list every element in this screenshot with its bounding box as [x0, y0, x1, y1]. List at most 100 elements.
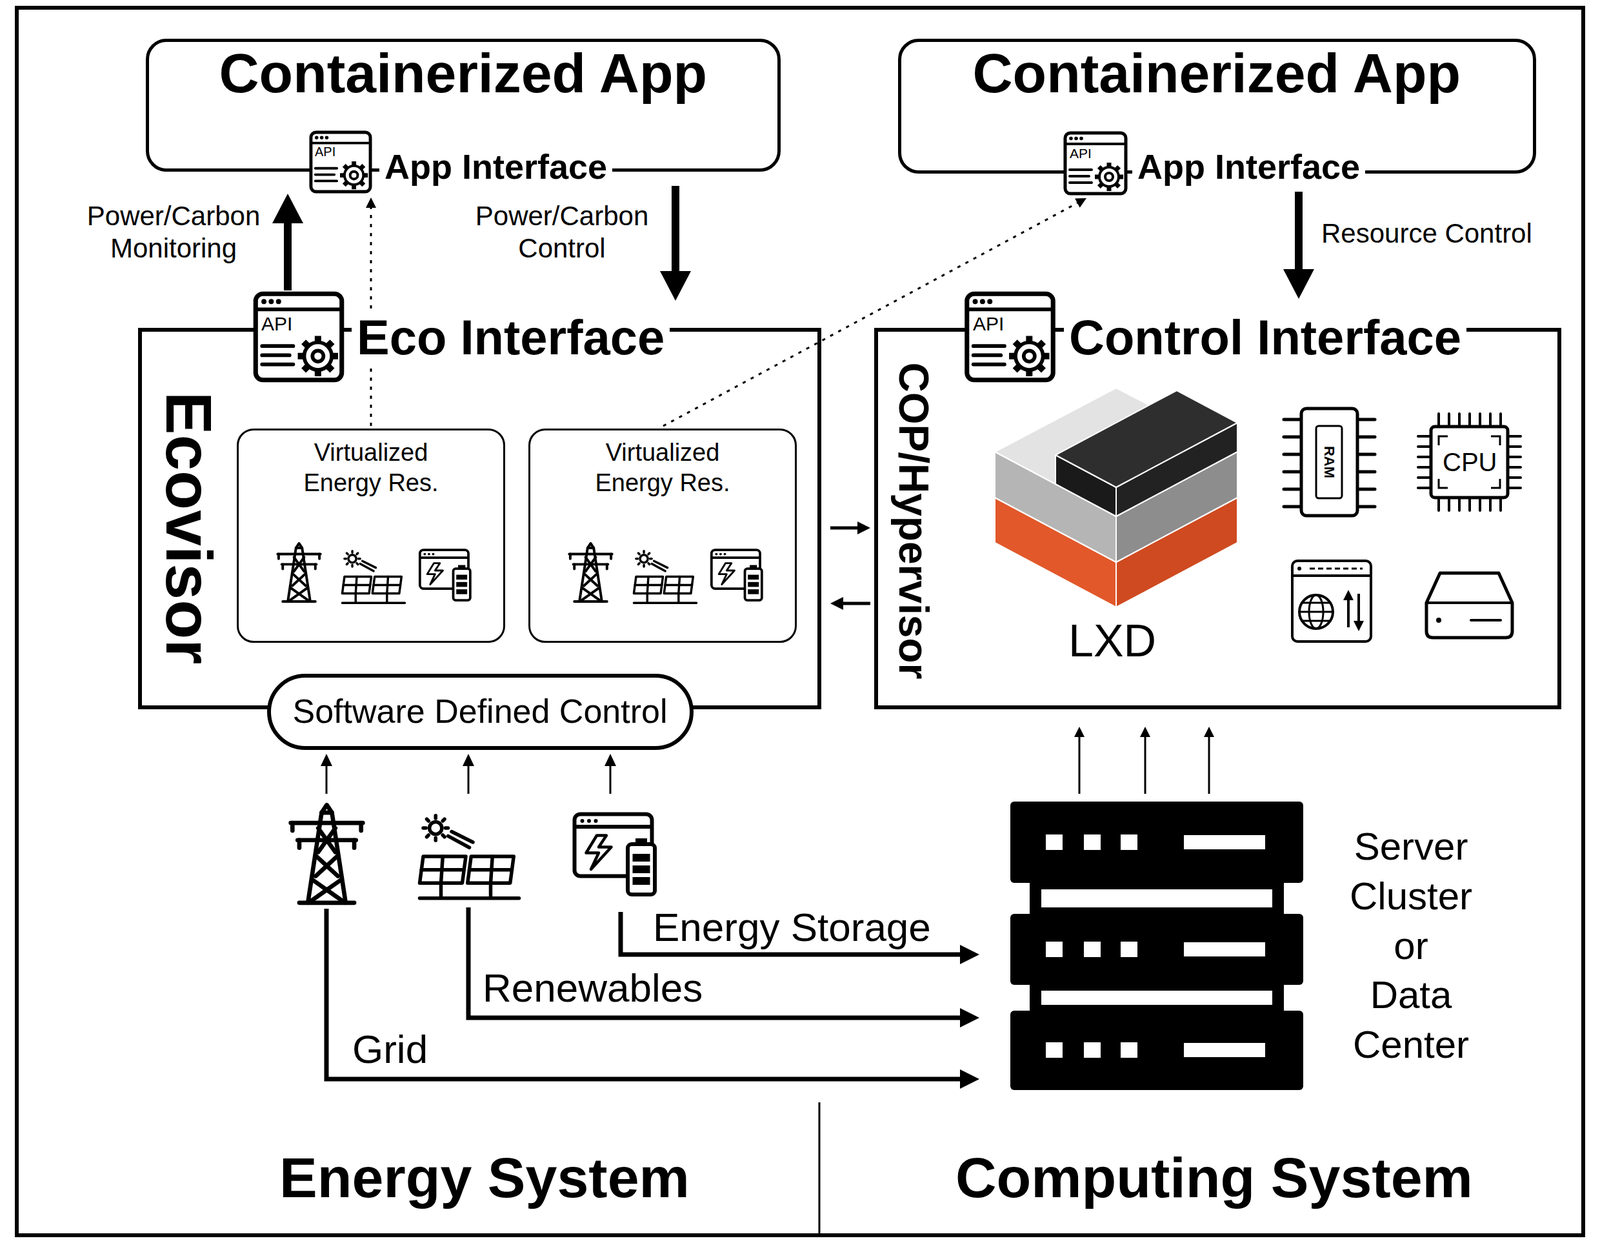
- connector-line: [663, 201, 1080, 426]
- arrowhead: [830, 596, 844, 610]
- disk-icon: [1426, 572, 1513, 638]
- app-box: Containerized AppApp Interface: [898, 38, 1537, 174]
- server-rack-symbol: [1010, 913, 1304, 985]
- virtual-resource-icons: [341, 550, 405, 604]
- cpu-chip-icon: [1438, 436, 1500, 488]
- app-box: Containerized AppApp Interface: [145, 38, 781, 172]
- lxd-logo: [994, 387, 1238, 608]
- power-line-label-holder: Energy Storage: [652, 903, 931, 950]
- resource-label: Virtualized Energy Res.: [287, 437, 455, 499]
- connector-line: [1208, 734, 1211, 794]
- edge-label: Power/Carbon Monitoring: [73, 200, 274, 266]
- app-title: Containerized App: [219, 42, 708, 104]
- interface-label: App Interface: [1132, 146, 1366, 187]
- server-rack-symbol: [1010, 801, 1304, 1090]
- resource-box: Virtualized Energy Res.: [528, 428, 797, 643]
- server-rack-symbol: [1083, 941, 1101, 957]
- edge-label: Resource Control: [1321, 218, 1533, 250]
- control-pill: Software Defined Control: [267, 673, 694, 750]
- virtual-resource-icons: [277, 543, 762, 603]
- network-icon: [1299, 594, 1333, 629]
- ram-chip-icon: [1316, 425, 1342, 499]
- interface-label-holder: Control Interface: [1063, 309, 1467, 366]
- network-icon: [1309, 567, 1363, 570]
- virtual-resource-icons: [569, 543, 612, 602]
- disk-icon: [1470, 618, 1501, 622]
- resource-label-holder: Virtualized Energy Res.: [578, 437, 747, 499]
- sensor-arrowhead: [604, 753, 617, 766]
- power-line-label-holder: Grid: [352, 1025, 428, 1072]
- arrowhead: [1203, 726, 1215, 737]
- api-icon-label-holder: API: [261, 312, 293, 336]
- server-rack-symbol: [1083, 1041, 1101, 1058]
- logo-label: LXD: [1068, 614, 1157, 668]
- server-rack-symbol: [1010, 801, 1304, 883]
- connector-line: [1144, 734, 1147, 794]
- disk-icon: [1436, 617, 1442, 623]
- server-rack-symbol: [1045, 834, 1063, 850]
- server-rack-symbol: [1120, 834, 1138, 850]
- logo-label-holder: LXD: [1068, 614, 1157, 668]
- sensor-arrowhead: [462, 753, 475, 766]
- server-rack-symbol: [1029, 984, 1284, 1011]
- connector: [660, 185, 691, 301]
- server-rack-symbol: [1183, 941, 1266, 957]
- virtual-resource-icons: [633, 550, 697, 604]
- arrowhead: [857, 521, 871, 535]
- outer-frame: [16, 7, 1584, 1235]
- edge-label-holder: Power/Carbon Control: [461, 200, 662, 266]
- sensor-arrow: [609, 763, 612, 794]
- api-icon-label-holder: API: [1069, 145, 1092, 162]
- arrowhead: [660, 270, 691, 301]
- network-icon: [1297, 566, 1302, 571]
- sensor-arrow: [325, 763, 328, 794]
- server-rack-symbol: [1183, 1042, 1266, 1057]
- network-icon: [1343, 589, 1354, 600]
- server-rack-symbol: [1041, 889, 1273, 908]
- energy-source-icons: [290, 804, 364, 903]
- app-title-holder: Containerized App: [219, 42, 708, 104]
- control-label: Software Defined Control: [292, 692, 668, 731]
- resource-box: Virtualized Energy Res.: [236, 428, 506, 643]
- sensor-arrow: [467, 763, 470, 794]
- energy-source-icons: [290, 804, 655, 903]
- server-rack-symbol: [1083, 834, 1101, 850]
- interface-label: Eco Interface: [351, 309, 670, 366]
- api-icon-label-holder: API: [972, 312, 1004, 336]
- cpu-chip-icon: [1430, 426, 1508, 498]
- layer-title-holder: Ecovisor: [52, 495, 326, 560]
- disk-icon: [1426, 601, 1513, 604]
- interface-label: Control Interface: [1063, 309, 1467, 366]
- connector-line: [671, 185, 680, 279]
- edge-label-holder: Resource Control: [1321, 218, 1533, 250]
- power-arrowhead: [960, 1069, 980, 1089]
- sensor-arrowhead: [320, 753, 333, 766]
- section-title: Computing System: [955, 1144, 1473, 1210]
- app-title-holder: Containerized App: [972, 42, 1462, 104]
- connector-line: [830, 526, 861, 530]
- server-rack-symbol: [1120, 1041, 1138, 1058]
- resource-label: Virtualized Energy Res.: [578, 437, 747, 499]
- control-label-holder: Software Defined Control: [292, 692, 668, 731]
- virtual-resource-icons: [277, 543, 320, 602]
- connector: [1074, 726, 1085, 794]
- server-rack-symbol: [1183, 834, 1266, 850]
- layer-title: Ecovisor: [156, 391, 222, 664]
- connector-line: [840, 601, 871, 606]
- connector-line: [1294, 191, 1303, 277]
- section-divider: [818, 1101, 821, 1235]
- interface-label-holder: App Interface: [1132, 146, 1366, 187]
- server-rack-symbol: [1045, 1041, 1063, 1058]
- arrowhead: [1074, 198, 1087, 208]
- power-line-label: Energy Storage: [652, 903, 931, 950]
- app-title: Containerized App: [972, 42, 1462, 104]
- edge-label: Power/Carbon Control: [461, 200, 662, 266]
- power-line-label: Renewables: [482, 964, 703, 1011]
- server-label-holder: Server Cluster or Data Center: [1349, 821, 1473, 1070]
- chip-label-holder: CPU: [1442, 447, 1497, 477]
- api-icon-label: API: [1069, 145, 1092, 162]
- power-arrowhead: [960, 944, 980, 964]
- section-title: Energy System: [279, 1144, 690, 1210]
- network-icon: [1299, 602, 1333, 621]
